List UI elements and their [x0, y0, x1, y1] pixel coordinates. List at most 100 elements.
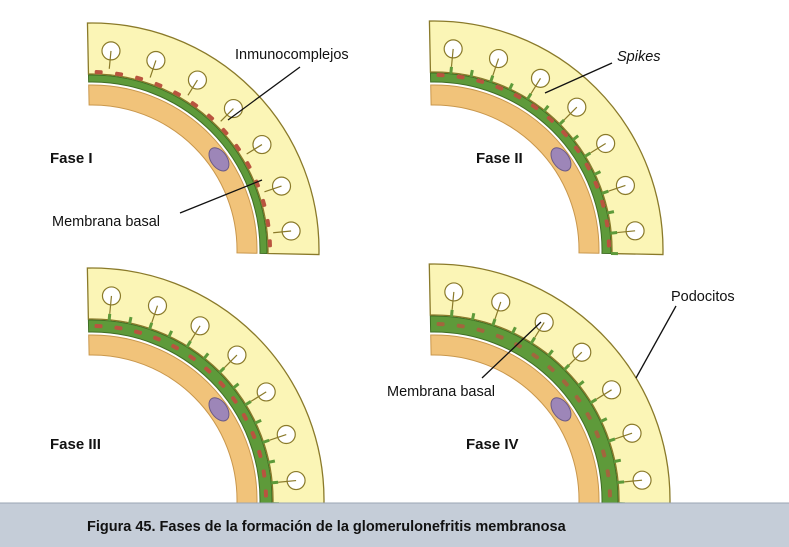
membrane-spike: [617, 480, 625, 485]
membrane-spike: [491, 318, 497, 327]
endothelial-nucleus: [550, 147, 572, 172]
membrane-spike: [469, 69, 474, 78]
foot-process-stalk: [624, 479, 643, 483]
foot-process-gap: [256, 382, 276, 402]
membrane-spike: [232, 382, 240, 390]
panel-fase-1: [86, 22, 320, 256]
foot-process-stalk: [563, 106, 578, 121]
immune-deposit: [261, 198, 267, 207]
phase-label-4: Fase IV: [466, 436, 519, 453]
immune-deposit: [173, 90, 181, 97]
membrane-spike: [529, 336, 536, 345]
immune-deposit: [606, 239, 611, 248]
immune-deposit: [152, 335, 161, 342]
membrane-spike: [607, 437, 616, 443]
membrane-spike: [577, 380, 585, 387]
membrane-spike: [202, 352, 210, 360]
immune-deposit: [561, 379, 569, 387]
foot-process-stalk: [109, 295, 113, 314]
leader-lines: [179, 62, 677, 379]
podocyte-layer: [428, 20, 664, 256]
immune-deposit: [436, 322, 445, 327]
immune-deposit: [607, 489, 612, 498]
immune-deposit: [257, 449, 263, 459]
endothelial-nucleus: [208, 147, 230, 172]
immune-deposit: [154, 81, 163, 88]
immune-deposit: [495, 84, 504, 91]
foot-process-stalk: [492, 58, 500, 76]
membrane-spike: [271, 480, 279, 485]
membrane-spike: [593, 170, 602, 176]
membrane-spike: [526, 92, 533, 101]
immune-deposit: [114, 325, 123, 331]
endothelial-nucleus: [208, 397, 230, 422]
foot-process-stalk: [273, 230, 292, 234]
immune-deposit: [250, 431, 257, 440]
immune-deposit: [263, 489, 268, 498]
foot-process-stalk: [278, 479, 297, 483]
foot-process-stalk: [269, 433, 287, 441]
immune-deposit: [188, 354, 196, 362]
foot-process-gap: [286, 470, 306, 491]
immune-deposit: [594, 430, 601, 439]
immune-deposit: [254, 179, 261, 188]
podocyte-layer: [86, 22, 320, 256]
immune-deposit: [573, 145, 581, 154]
immune-deposit: [585, 412, 592, 420]
basement-membrane: [429, 72, 612, 255]
immune-deposit: [206, 113, 215, 121]
immune-deposit: [245, 161, 252, 169]
membrane-spike: [107, 313, 112, 321]
caption-band: [0, 503, 789, 547]
membrane-spike: [244, 400, 252, 407]
membrane-spike: [148, 322, 154, 330]
immune-deposit: [204, 366, 212, 374]
phase-label-1: Fase I: [50, 150, 93, 167]
immune-deposit: [135, 75, 144, 81]
immune-deposit: [94, 324, 103, 329]
foot-process-stalk: [595, 389, 612, 400]
immune-deposit: [531, 352, 540, 360]
immune-deposit: [190, 101, 199, 108]
immune-deposit: [593, 180, 600, 189]
membrane-spike: [489, 75, 495, 83]
foot-process-stalk: [568, 351, 583, 366]
immune-deposit: [94, 70, 103, 75]
immune-deposit: [604, 219, 610, 228]
foot-process-stalk: [451, 291, 455, 310]
membrane-spike: [128, 316, 133, 325]
membrane-spike: [185, 340, 192, 348]
immune-deposit: [495, 333, 504, 340]
foot-process-gap: [491, 292, 511, 312]
immune-deposit: [476, 327, 485, 333]
foot-process-stalk: [223, 354, 238, 369]
membrane-spike: [449, 309, 454, 317]
membrane-spike: [547, 349, 554, 357]
foot-process-stalk: [190, 325, 201, 342]
foot-process-stalk: [530, 78, 542, 94]
immune-deposit: [218, 380, 226, 388]
immune-deposit: [230, 396, 238, 404]
immune-deposit: [234, 143, 241, 152]
immune-deposit: [605, 469, 611, 478]
foot-process-gap: [622, 423, 642, 443]
foot-process-stalk: [246, 144, 263, 155]
membrane-spike: [262, 438, 270, 444]
membrane-spike: [470, 312, 476, 321]
immune-deposit: [530, 103, 539, 111]
figure-caption: Figura 45. Fases de la formación de la g…: [87, 519, 567, 535]
endothelial-nucleus: [550, 397, 572, 422]
membrane-spike: [167, 330, 174, 338]
foot-process-stalk: [250, 391, 267, 402]
leader-membrana-basal-1: [179, 179, 263, 214]
membrane-spike: [558, 118, 566, 126]
leader-membrana-basal-4: [481, 321, 542, 379]
basement-membrane: [87, 74, 268, 255]
phase-label-2: Fase II: [476, 150, 523, 167]
membrane-spike: [601, 189, 609, 195]
label-inmunocomplejos: Inmunocomplejos: [235, 47, 349, 63]
foot-process-gap: [601, 380, 622, 400]
membrane-spike: [563, 363, 571, 371]
